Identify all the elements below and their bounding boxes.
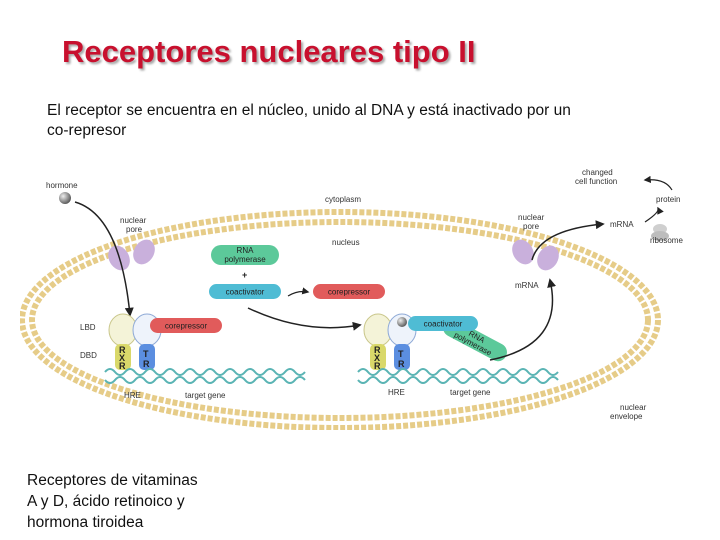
cofactor-exchange-arrow bbox=[287, 287, 310, 297]
changed-cell-function-label: cell function bbox=[575, 177, 617, 186]
cytoplasm-label: cytoplasm bbox=[325, 195, 361, 204]
svg-text:polymerase: polymerase bbox=[224, 255, 266, 264]
mrna-export-arrow bbox=[531, 220, 605, 261]
hre-right-label: HRE bbox=[388, 388, 405, 397]
svg-text:X: X bbox=[374, 353, 380, 363]
lbd-label: LBD bbox=[80, 323, 96, 332]
nucleus-label: nucleus bbox=[332, 238, 360, 247]
function-arrow bbox=[643, 175, 673, 191]
svg-text:coactivator: coactivator bbox=[424, 320, 463, 329]
corepressor-pill-free: corepressor bbox=[313, 284, 385, 299]
translation-arrow bbox=[644, 206, 664, 223]
slide-title: Receptores nucleares tipo II bbox=[62, 34, 476, 69]
dna-right bbox=[357, 368, 559, 384]
svg-text:R: R bbox=[119, 361, 126, 371]
svg-text:R: R bbox=[143, 359, 150, 369]
changed-cell-function-label: changed bbox=[582, 168, 613, 177]
ribosome bbox=[651, 224, 669, 241]
hre-left-label: HRE bbox=[124, 391, 141, 400]
bound-hormone bbox=[397, 317, 407, 327]
mrna-cytoplasm-label: mRNA bbox=[610, 220, 634, 229]
hormone-molecule bbox=[59, 192, 71, 204]
nuclear-pore-right bbox=[512, 239, 559, 271]
rxr-subunit: R X R bbox=[115, 344, 131, 371]
rxr-subunit: R X R bbox=[370, 344, 386, 371]
nuclear-pore-left-label: pore bbox=[126, 225, 143, 234]
rna-polymerase-pill: RNA polymerase bbox=[211, 245, 279, 265]
mrna-transcription-arrow bbox=[489, 278, 557, 361]
target-gene-left-label: target gene bbox=[185, 391, 226, 400]
svg-text:R: R bbox=[398, 359, 405, 369]
svg-text:T: T bbox=[143, 349, 149, 359]
svg-text:R: R bbox=[119, 345, 126, 355]
slide-subtitle: El receptor se encuentra en el núcleo, u… bbox=[47, 101, 687, 141]
plus-sign: + bbox=[242, 270, 247, 280]
caption-line: hormona tiroidea bbox=[27, 514, 144, 531]
target-gene-right-label: target gene bbox=[450, 388, 491, 397]
slide-caption: Receptores de vitaminas A y D, ácido ret… bbox=[27, 470, 257, 533]
svg-text:R: R bbox=[374, 361, 381, 371]
subtitle-line: El receptor se encuentra en el núcleo, u… bbox=[47, 102, 571, 119]
svg-text:RNA: RNA bbox=[237, 246, 255, 255]
corepressor-pill-bound: corepressor bbox=[150, 318, 222, 333]
activation-arrow bbox=[247, 307, 362, 331]
tr-subunit: T R bbox=[394, 344, 410, 370]
protein-label: protein bbox=[656, 195, 680, 204]
nuclear-envelope-label: nuclear bbox=[620, 403, 647, 412]
nuclear-envelope-label: envelope bbox=[610, 412, 643, 421]
svg-text:T: T bbox=[398, 349, 404, 359]
nuclear-pore-left-label: nuclear bbox=[120, 216, 147, 225]
ribosome-label: ribosome bbox=[650, 236, 683, 245]
nuclear-pore-right-label: pore bbox=[523, 222, 540, 231]
nuclear-pore-right-label: nuclear bbox=[518, 213, 545, 222]
svg-text:corepressor: corepressor bbox=[328, 288, 371, 297]
nuclear-membrane bbox=[20, 209, 661, 430]
svg-text:corepressor: corepressor bbox=[165, 322, 208, 331]
coactivator-pill: coactivator bbox=[209, 284, 281, 299]
subtitle-line: co-represor bbox=[47, 122, 127, 139]
hormone-entry-arrow bbox=[74, 201, 134, 317]
receptor-complex-inactive: R X R T R corepressor bbox=[108, 313, 222, 371]
svg-text:R: R bbox=[374, 345, 381, 355]
svg-text:X: X bbox=[119, 353, 125, 363]
hormone-label: hormone bbox=[46, 181, 78, 190]
svg-text:coactivator: coactivator bbox=[226, 288, 265, 297]
nuclear-receptor-diagram: hormone nuclear pore cytoplasm nucleus R… bbox=[20, 168, 683, 430]
caption-line: A y D, ácido retinoico y bbox=[27, 493, 185, 510]
dbd-label: DBD bbox=[80, 351, 97, 360]
dna-left bbox=[104, 368, 306, 384]
caption-line: Receptores de vitaminas bbox=[27, 472, 198, 489]
tr-subunit: T R bbox=[139, 344, 155, 370]
receptor-complex-active: R X R T R RNA polymerase coactivator bbox=[363, 313, 507, 371]
coactivator-pill-bound: coactivator bbox=[408, 316, 478, 331]
mrna-nucleus-label: mRNA bbox=[515, 281, 539, 290]
